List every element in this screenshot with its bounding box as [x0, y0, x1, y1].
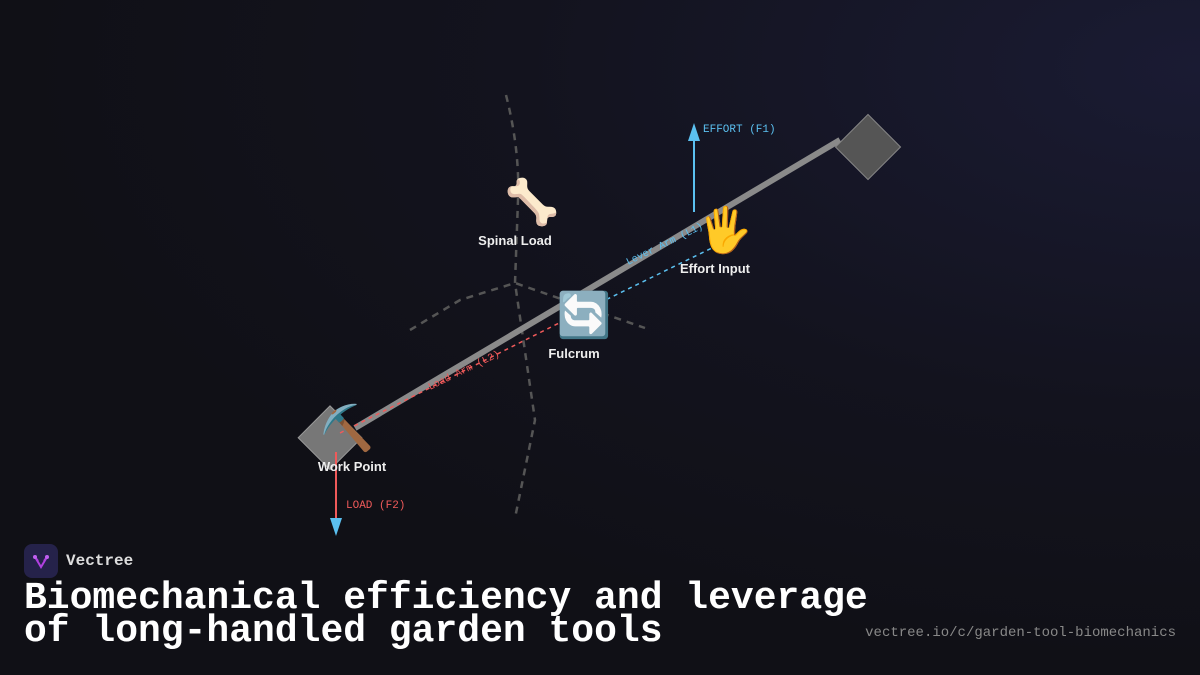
source-url: vectree.io/c/garden-tool-biomechanics — [865, 625, 1176, 641]
work-point-label: Work Point — [317, 459, 387, 474]
end-diamond — [834, 113, 902, 181]
load-arrowhead — [330, 518, 342, 536]
title-line-2: of long-handled garden tools — [24, 610, 663, 653]
arrows-cycle-icon: 🔄 — [556, 291, 612, 340]
load-arm-line — [339, 309, 586, 434]
arm-line — [409, 281, 646, 332]
spinal-load-label: Spinal Load — [478, 233, 552, 248]
brand-name: Vectree — [66, 552, 134, 570]
hand-icon: 🖐️ — [697, 206, 753, 255]
load-arm-label: Load Arm (L2) — [426, 349, 501, 394]
fulcrum-label: Fulcrum — [548, 346, 600, 361]
load-label: LOAD (F2) — [346, 500, 405, 512]
effort-input-label: Effort Input — [679, 261, 751, 276]
lever-handle — [353, 137, 842, 431]
effort-label: EFFORT (F1) — [703, 124, 776, 136]
title-line-1: Biomechanical efficiency and leverage — [24, 577, 868, 620]
vectree-logo-icon — [24, 544, 58, 578]
work-diamond — [297, 405, 363, 471]
spine-line — [504, 94, 537, 519]
brand: Vectree — [24, 544, 133, 578]
lever-arm-line — [584, 244, 719, 311]
effort-arrowhead — [688, 123, 700, 141]
bone-icon: 🦴 — [504, 178, 560, 227]
pick-icon: ⛏️ — [319, 404, 375, 453]
